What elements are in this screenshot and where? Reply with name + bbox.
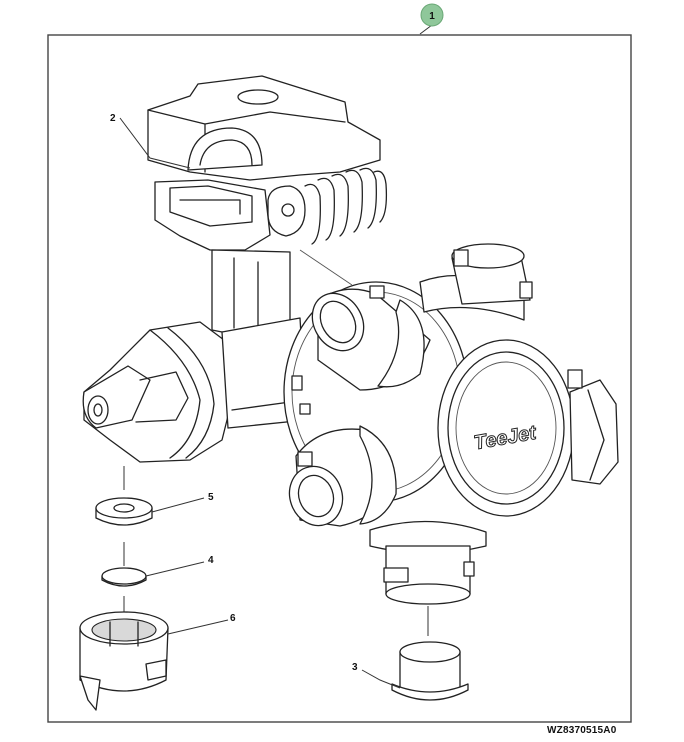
callout-6-label: 6 xyxy=(230,613,236,624)
nozzle-tip-part: 3 xyxy=(352,606,469,701)
callout-1: 1 xyxy=(419,3,444,35)
strainer-disc-part: 4 xyxy=(101,542,214,587)
nozzle-cap-part: 6 xyxy=(79,596,236,711)
nozzle-turret-body: TeeJet xyxy=(82,243,619,605)
callout-4-label: 4 xyxy=(208,555,214,566)
callout-2-label: 2 xyxy=(110,113,116,124)
callout-3-label: 3 xyxy=(352,662,358,673)
diagram-frame xyxy=(47,34,632,723)
drawing-code: WZ8370515A0 xyxy=(547,725,617,736)
callout-5-label: 5 xyxy=(208,492,214,503)
clamp-bracket-part: 2 xyxy=(110,75,388,341)
washer-part: 5 xyxy=(95,466,214,526)
callout-1-label: 1 xyxy=(429,11,435,22)
